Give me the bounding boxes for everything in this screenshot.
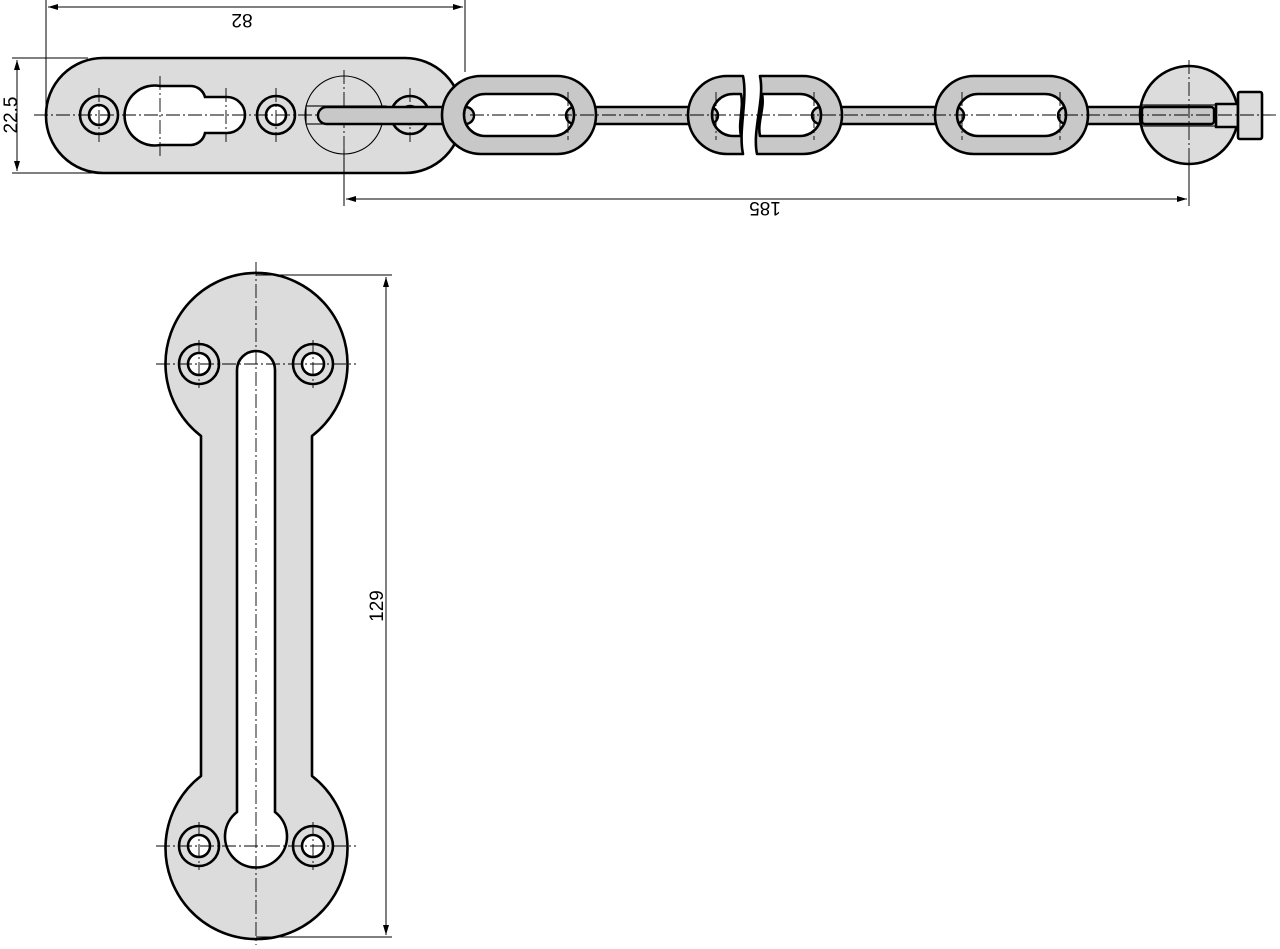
dimension-guard-height-label: 129 xyxy=(367,590,388,622)
dimension-plate-length-label: 82 xyxy=(231,9,252,30)
dimension-chain-length: 185 xyxy=(343,150,1190,218)
chain-link-3 xyxy=(933,74,1090,156)
guard-plate xyxy=(156,262,356,945)
dimension-plate-height: 22.5 xyxy=(1,57,102,174)
dimension-guard-height: 129 xyxy=(256,274,392,938)
chain-link-1 xyxy=(440,74,598,156)
dimension-chain-length-label: 185 xyxy=(749,197,781,218)
chain-link-2-right-half xyxy=(754,74,844,156)
dimension-plate-height-label: 22.5 xyxy=(1,97,22,134)
plate-keyhole-slot xyxy=(123,84,247,147)
chain-link-2-left-half xyxy=(686,74,746,156)
chain xyxy=(316,60,1278,170)
dimension-plate-length: 82 xyxy=(45,0,466,112)
